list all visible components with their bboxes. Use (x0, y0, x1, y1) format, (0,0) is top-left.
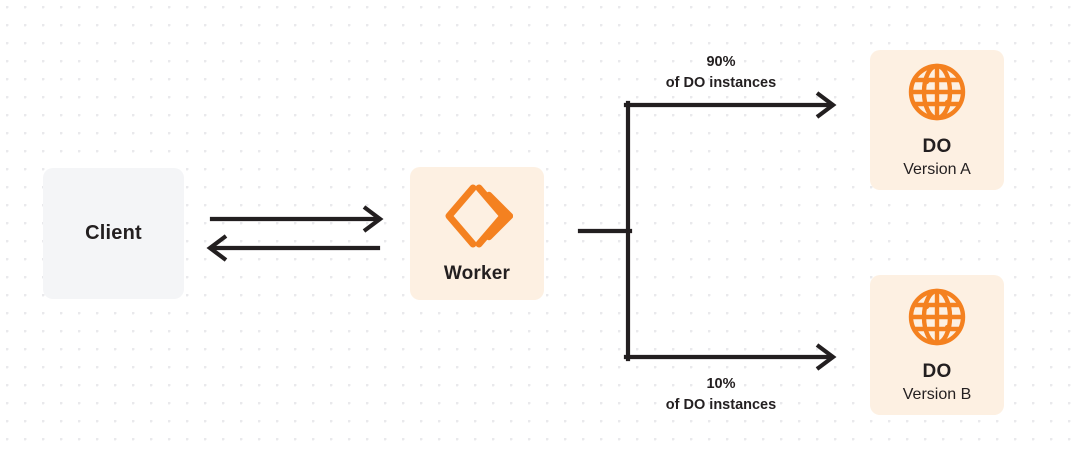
edge-label-do-b: 10% of DO instances (616, 374, 826, 416)
edge-label-do-a-description: of DO instances (665, 75, 777, 92)
durable-object-globe-icon (905, 285, 969, 349)
arrow-worker-to-client (206, 234, 381, 262)
node-do-a-label: DO (922, 136, 952, 158)
edge-label-do-a-percent: 90% (706, 54, 736, 70)
arrow-worker-to-do-b (623, 343, 837, 371)
edge-label-do-b-percent: 10% (706, 376, 736, 392)
node-worker-label: Worker (443, 262, 511, 284)
durable-object-globe-icon (905, 60, 969, 124)
node-client[interactable]: Client (43, 168, 184, 299)
cloudflare-workers-icon (441, 183, 514, 249)
edge-label-do-b-description: of DO instances (665, 397, 777, 414)
node-do-version-a[interactable]: DO Version A (870, 50, 1004, 190)
node-worker[interactable]: Worker (410, 167, 544, 300)
node-do-a-version: Version A (903, 160, 971, 178)
node-do-b-version: Version B (902, 385, 972, 403)
arrow-client-to-worker (209, 205, 384, 233)
arrow-worker-to-do-a (623, 91, 837, 119)
edge-label-do-a: 90% of DO instances (616, 52, 826, 94)
node-do-version-b[interactable]: DO Version B (870, 275, 1004, 415)
node-client-label: Client (85, 222, 142, 244)
node-do-b-label: DO (922, 361, 952, 383)
